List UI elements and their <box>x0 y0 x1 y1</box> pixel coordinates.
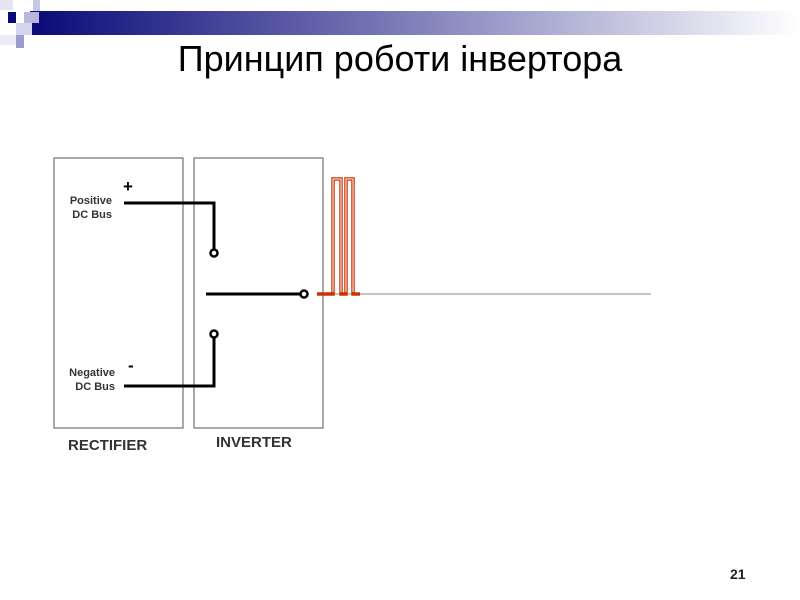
output-terminal <box>299 289 309 299</box>
deco-square <box>16 35 24 48</box>
deco-square <box>8 12 16 23</box>
header-gradient-bar <box>30 11 800 35</box>
deco-square <box>16 23 32 35</box>
label-line: Positive <box>69 195 112 207</box>
positive-bus-wire <box>124 201 216 250</box>
page-number: 21 <box>730 566 746 582</box>
negative-sign: - <box>128 356 134 375</box>
deco-square <box>0 0 13 10</box>
pulse-highlight <box>332 178 354 292</box>
deco-square <box>33 0 40 11</box>
positive-switch-contact <box>209 248 219 258</box>
header-decoration <box>0 0 800 48</box>
positive-dc-bus-label: Positive DC Bus <box>60 194 112 222</box>
rectifier-label: RECTIFIER <box>68 437 148 454</box>
deco-square <box>24 12 39 23</box>
label-line: Negative <box>69 367 115 379</box>
slide-title: Принцип роботи інвертора <box>177 38 623 79</box>
label-line: DC Bus <box>72 209 112 221</box>
inverter-circuit <box>53 157 651 429</box>
label-line: DC Bus <box>75 381 115 393</box>
negative-bus-wire <box>124 337 216 388</box>
inverter-label: INVERTER <box>216 434 292 451</box>
negative-switch-contact <box>209 329 219 339</box>
negative-dc-bus-label: Negative DC Bus <box>62 366 115 394</box>
rectifier-box <box>53 157 184 429</box>
positive-sign: + <box>123 177 133 196</box>
deco-square <box>0 35 16 45</box>
